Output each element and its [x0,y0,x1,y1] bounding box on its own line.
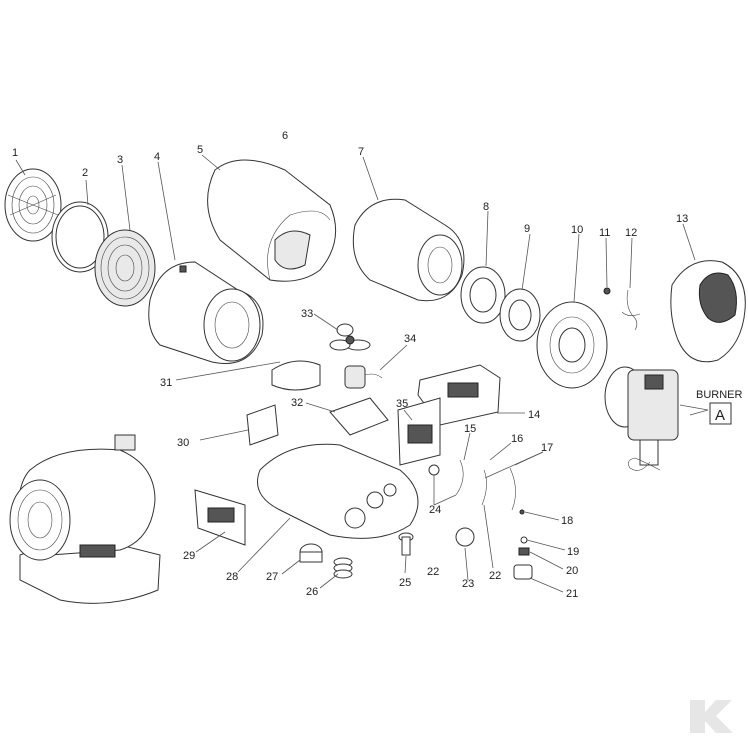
part-25-plug [398,532,414,556]
label-part-7: 7 [358,146,364,158]
part-13-rear-cover [670,260,746,363]
part-1-fan-guard [4,168,62,242]
label-part-12: 12 [625,227,637,239]
part-11-clip [603,287,611,295]
part-29-grill-plate [194,489,246,546]
label-part-24: 24 [429,504,441,516]
label-part-35: 35 [396,398,408,410]
leader-lines [15,154,709,593]
part-16-tube [481,469,487,506]
label-part-28: 28 [226,571,238,583]
part-34-motor [344,365,383,389]
part-5-6-outer-shell [207,159,337,282]
part-21-filter [513,564,533,580]
part-33-fan [329,323,371,351]
burner-ref-letter: A [715,407,725,424]
label-part-11: 11 [599,227,610,239]
label-part-18: 18 [561,515,573,527]
label-part-13: 13 [676,213,688,225]
burner-ref-box [709,402,732,425]
label-part-33: 33 [301,308,313,320]
part-7-combustion-chamber [352,198,465,302]
part-19-washer [520,536,528,544]
part-4-front-cylinder [148,261,264,364]
label-part-2: 2 [82,167,88,179]
part-35-plate [397,397,441,466]
label-part-30: 30 [177,437,189,449]
label-part-26: 26 [306,586,318,598]
label-part-1: 1 [12,147,18,159]
label-part-15: 15 [464,423,476,435]
label-part-20: 20 [566,565,578,577]
label-part-23: 23 [462,578,474,590]
part-31-strap [271,360,321,391]
part-15-tube [455,459,464,496]
part-26-spring [333,557,353,579]
part-number-labels: 1 2 3 4 5 6 7 8 9 10 11 12 13 14 15 16 1… [12,130,688,600]
burner-reference: BURNER A [696,389,743,425]
part-17-tube [509,467,516,511]
label-part-5: 5 [197,144,203,156]
part-10-flange [536,301,608,389]
part-23-gauge [455,527,475,547]
part-8-ring [460,266,506,324]
label-part-17: 17 [541,442,553,454]
label-part-10: 10 [571,224,583,236]
label-part-22a: 22 [427,566,439,578]
label-part-8: 8 [483,201,489,213]
part-24-knob [428,464,440,476]
label-part-22b: 22 [489,570,501,582]
part-32-bracket [329,397,389,436]
part-12-wire [621,289,641,331]
label-part-9: 9 [524,223,530,235]
label-part-6: 6 [282,130,288,142]
label-part-16: 16 [511,433,523,445]
part-28-base-tank [257,443,419,539]
label-part-19: 19 [567,546,579,558]
label-part-14: 14 [528,409,540,421]
label-part-31: 31 [160,377,172,389]
label-part-4: 4 [154,151,160,163]
part-3-filter-disc [94,229,156,307]
watermark-logo [690,700,733,733]
label-part-21: 21 [566,588,578,600]
label-part-27: 27 [266,571,278,583]
label-part-34: 34 [404,333,416,345]
part-30-plate [246,404,279,446]
label-part-25: 25 [399,577,411,589]
burner-assembly [604,366,709,471]
part-27-cap [299,543,323,563]
burner-label: BURNER [696,389,743,401]
label-part-32: 32 [291,397,303,409]
label-part-29: 29 [183,550,195,562]
heater-assembly [9,434,161,604]
part-20-nut [518,547,530,556]
part-9-ring [499,288,541,342]
label-part-3: 3 [117,154,123,166]
part-18-screw [519,509,525,515]
